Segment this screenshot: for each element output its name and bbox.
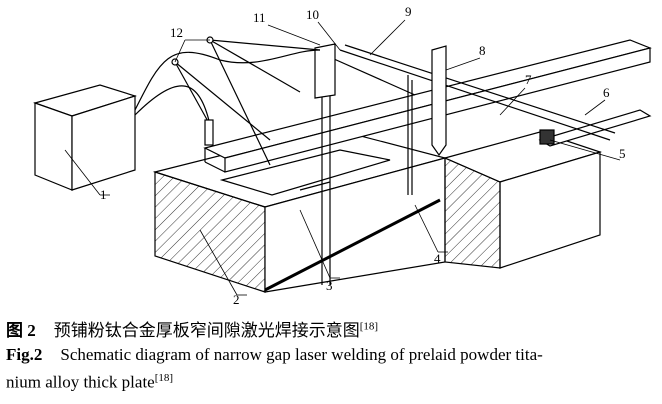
label-8: 8 — [479, 43, 486, 58]
label-1: 1 — [100, 187, 107, 202]
label-6: 6 — [603, 85, 610, 100]
gantry — [314, 43, 616, 285]
label-3: 3 — [326, 278, 333, 293]
arm-and-hose — [134, 36, 321, 166]
label-11: 11 — [253, 10, 266, 25]
part-numbers: 1 2 3 4 5 6 7 8 9 10 11 12 — [100, 4, 626, 307]
welding-schematic: 1 2 3 4 5 6 7 8 9 10 11 12 — [32, 4, 652, 307]
power-box — [32, 84, 137, 191]
label-2: 2 — [233, 292, 240, 307]
label-10: 10 — [306, 7, 319, 22]
label-9: 9 — [405, 4, 412, 19]
label-12: 12 — [170, 25, 183, 40]
right-plate — [443, 131, 602, 269]
caption-en-line2: nium alloy thick plate[18] — [6, 372, 174, 392]
label-7: 7 — [525, 72, 532, 87]
label-4: 4 — [434, 251, 441, 266]
leader-lines — [64, 19, 621, 296]
label-5: 5 — [619, 146, 626, 161]
